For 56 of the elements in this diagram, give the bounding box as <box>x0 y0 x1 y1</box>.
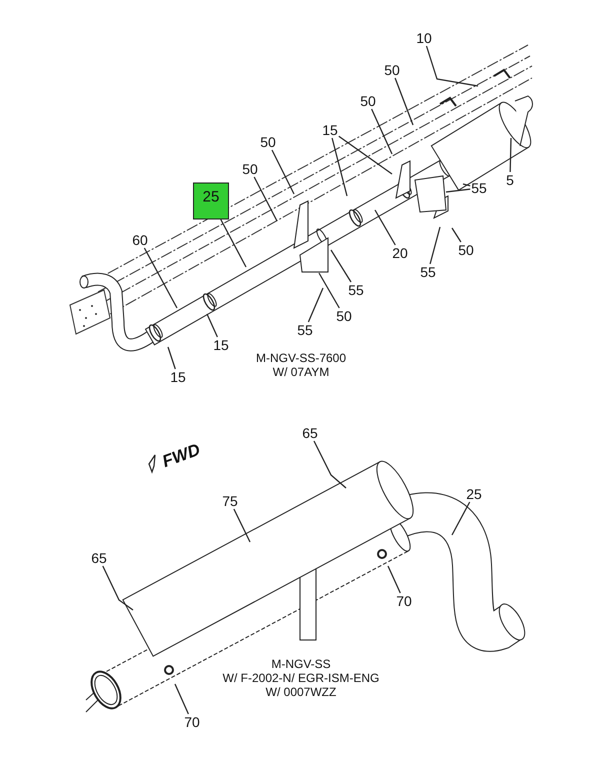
leader-line <box>430 226 441 264</box>
callout-number: 55 <box>419 264 437 280</box>
callout-number: 20 <box>391 245 409 261</box>
callout-number: 65 <box>90 550 108 566</box>
callout-number: 50 <box>335 308 353 324</box>
leader-line <box>254 176 278 222</box>
leader-line <box>313 440 346 488</box>
callout-number: 70 <box>395 593 413 609</box>
callout-number: 15 <box>169 369 187 385</box>
callout-number: 50 <box>359 93 377 109</box>
leader-line <box>462 183 470 186</box>
leader-line <box>167 346 176 370</box>
callout-number: 5 <box>505 172 515 188</box>
callout-number: 15 <box>321 122 339 138</box>
leader-line <box>332 138 348 196</box>
leader-line <box>206 314 218 338</box>
leader-line <box>451 502 470 536</box>
callout-number: 55 <box>347 282 365 298</box>
leader-line <box>220 219 247 268</box>
option-code-label: W/ 0007WZZ <box>266 685 336 699</box>
model-code-label: M-NGV-SS <box>271 657 331 671</box>
callout-number: 50 <box>241 161 259 177</box>
callout-number: 50 <box>457 242 475 258</box>
leader-line <box>338 136 392 174</box>
leader-line <box>174 684 189 714</box>
model-code-label: M-NGV-SS-7600 <box>256 351 346 365</box>
leader-line <box>510 138 512 172</box>
callout-number: 25 <box>465 486 483 502</box>
leader-line <box>271 150 295 194</box>
callout-number: 50 <box>383 62 401 78</box>
callout-number: 60 <box>131 232 149 248</box>
leader-line <box>308 288 324 322</box>
option-code-label: W/ 07AYM <box>272 365 330 379</box>
leader-line <box>452 228 462 242</box>
leader-line <box>233 508 251 542</box>
callout-number: 10 <box>415 30 433 46</box>
leader-line <box>102 566 134 610</box>
leader-line <box>374 210 396 246</box>
callout-number: 65 <box>301 425 319 441</box>
callout-number: 55 <box>470 180 488 196</box>
callout-number: 70 <box>183 714 201 730</box>
callout-number: 75 <box>221 493 239 509</box>
leader-line <box>387 566 401 594</box>
leader-line <box>144 248 178 308</box>
leader-line <box>446 188 470 193</box>
callout-number: 55 <box>296 322 314 338</box>
leader-line <box>318 272 340 308</box>
leader-line <box>330 250 352 282</box>
forward-direction-label: FWD <box>160 440 203 472</box>
leader-line <box>371 108 393 154</box>
leader-line <box>394 78 414 126</box>
highlighted-callout-number: 25 <box>193 182 229 220</box>
option-code-label: W/ F-2002-N/ EGR-ISM-ENG <box>222 671 380 685</box>
callout-number: 50 <box>259 134 277 150</box>
leader-line <box>426 46 478 87</box>
callout-number: 15 <box>212 337 230 353</box>
